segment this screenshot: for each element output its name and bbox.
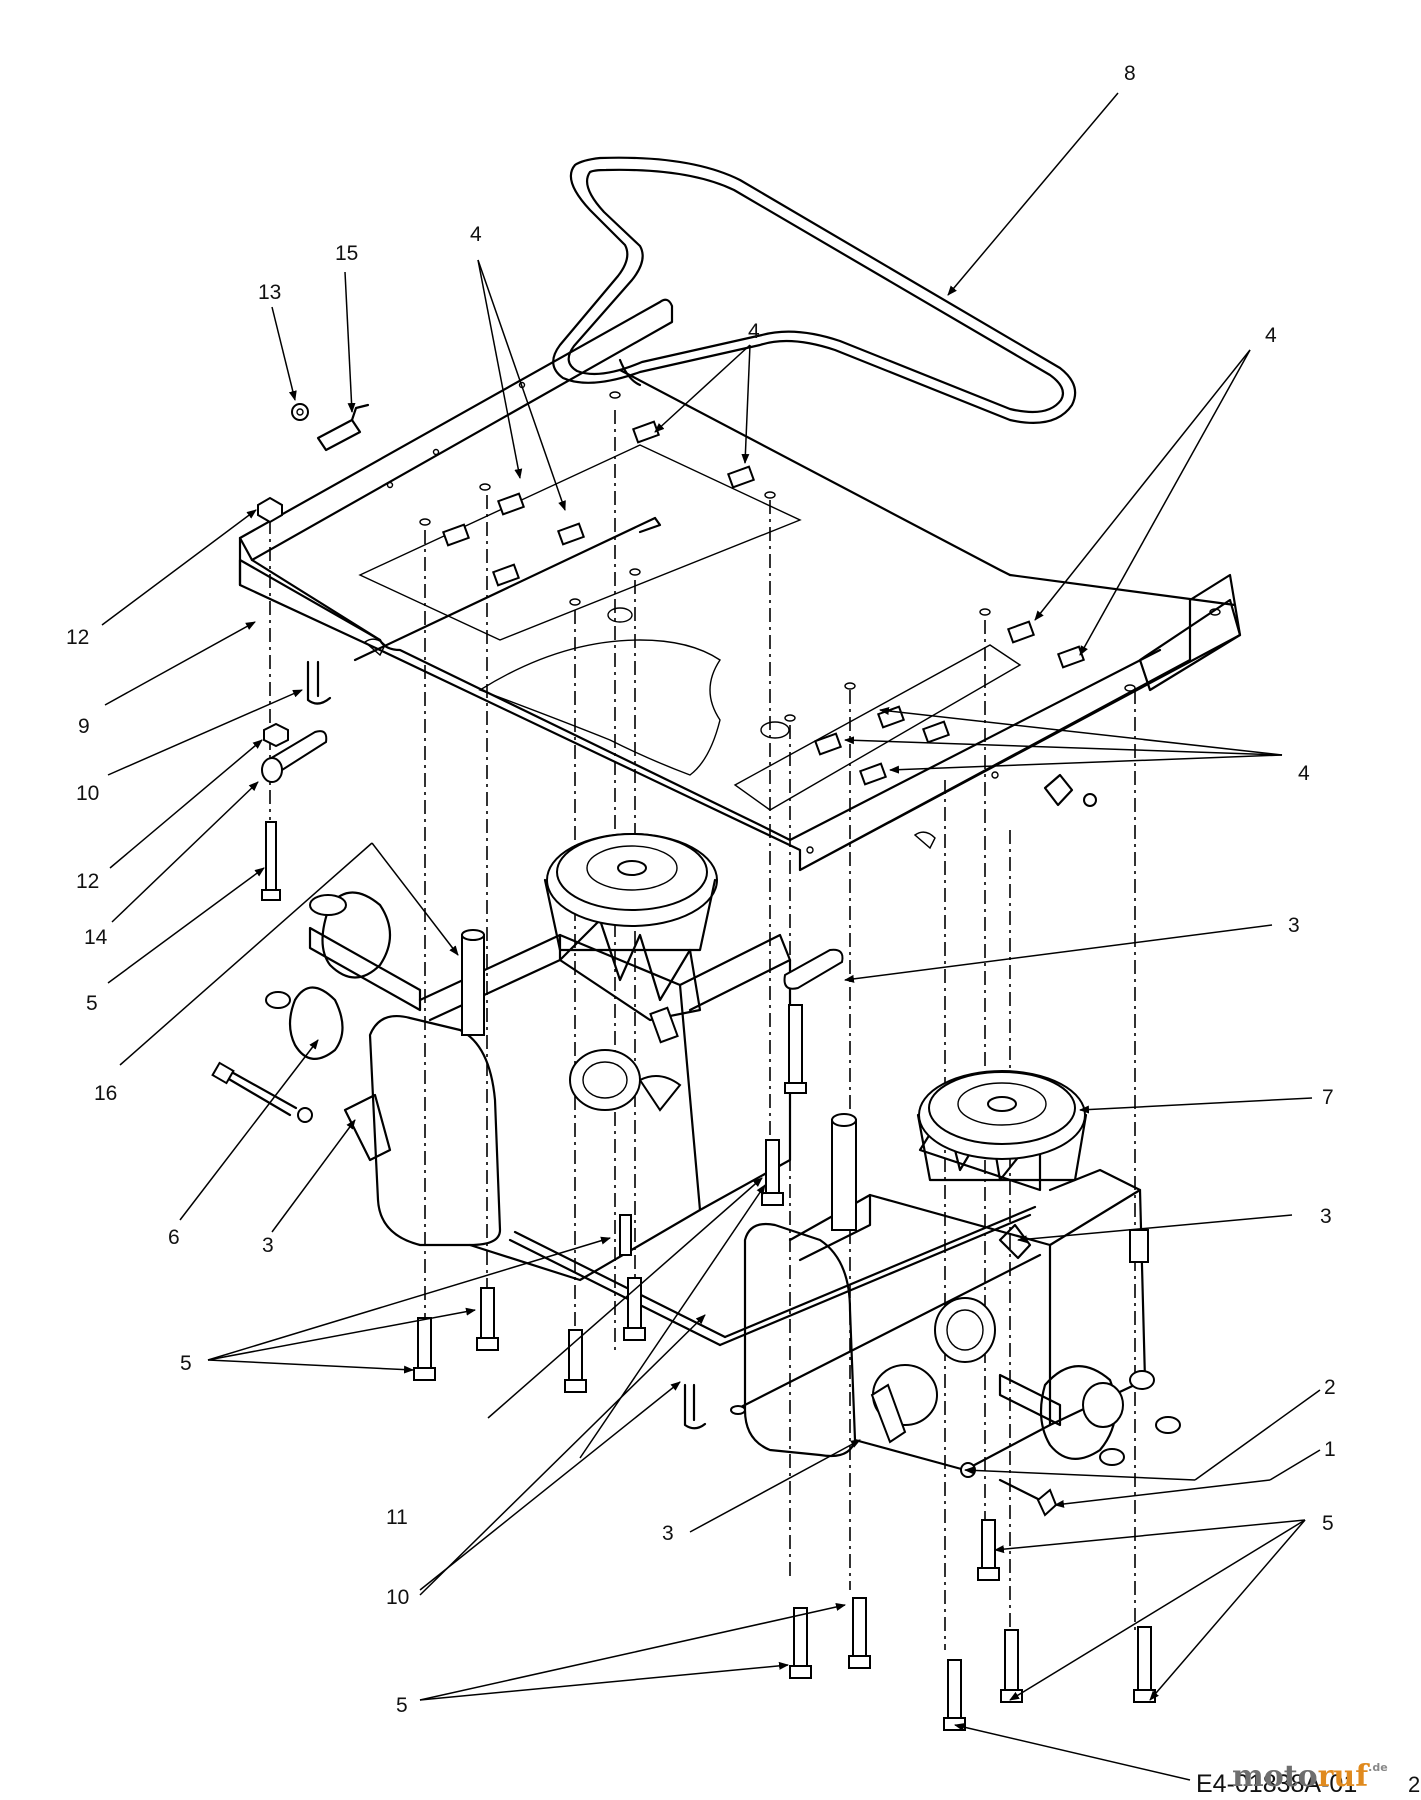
callout-5: 5 xyxy=(86,992,98,1015)
callout-9: 9 xyxy=(78,715,90,738)
watermark-part1: moto xyxy=(1232,1759,1318,1794)
callout-6: 6 xyxy=(168,1226,180,1249)
left-hardware xyxy=(257,496,332,901)
callout-3: 3 xyxy=(262,1234,274,1257)
callout-5: 5 xyxy=(180,1352,192,1375)
callout-13: 13 xyxy=(258,281,281,304)
callout-4: 4 xyxy=(1298,762,1310,785)
callout-5: 5 xyxy=(1322,1512,1334,1535)
left-transaxle xyxy=(211,833,844,1282)
watermark-logo: motoruf.de xyxy=(1232,1762,1388,1792)
callout-16: 16 xyxy=(94,1082,117,1105)
callout-labels: 8 4 4 4 4 15 13 12 9 10 12 14 5 16 3 7 3… xyxy=(66,62,1336,1717)
page-number: 2 xyxy=(1408,1772,1421,1797)
callout-15: 15 xyxy=(335,242,358,265)
callout-3: 3 xyxy=(1288,914,1300,937)
assembly-centerlines xyxy=(269,410,1136,1650)
callout-8: 8 xyxy=(1124,62,1136,85)
callout-4: 4 xyxy=(748,320,760,343)
leader-lines xyxy=(101,92,1321,1781)
callout-2: 2 xyxy=(1324,1376,1336,1399)
callout-14: 14 xyxy=(84,926,108,949)
frame-plate xyxy=(238,298,1242,872)
drawing-reference-code: E4-01838A-01 xyxy=(1196,1770,1357,1798)
callout-4: 4 xyxy=(1265,324,1277,347)
watermark-suffix: .de xyxy=(1368,1761,1388,1774)
callout-1: 1 xyxy=(1324,1438,1336,1461)
callout-3: 3 xyxy=(1320,1205,1332,1228)
right-transaxle xyxy=(743,1070,1181,1517)
callout-10: 10 xyxy=(386,1586,409,1609)
bracket-15 xyxy=(291,403,370,452)
callout-10: 10 xyxy=(76,782,99,805)
callout-5: 5 xyxy=(396,1694,408,1717)
callout-12: 12 xyxy=(76,870,99,893)
watermark-part2: ruf xyxy=(1317,1759,1369,1794)
drive-belt xyxy=(552,156,1077,424)
callout-4: 4 xyxy=(470,223,482,246)
callout-3: 3 xyxy=(662,1522,674,1545)
callout-7: 7 xyxy=(1322,1086,1334,1109)
callout-11: 11 xyxy=(386,1506,408,1529)
bolts-5 xyxy=(413,1004,1156,1731)
callout-12: 12 xyxy=(66,626,89,649)
